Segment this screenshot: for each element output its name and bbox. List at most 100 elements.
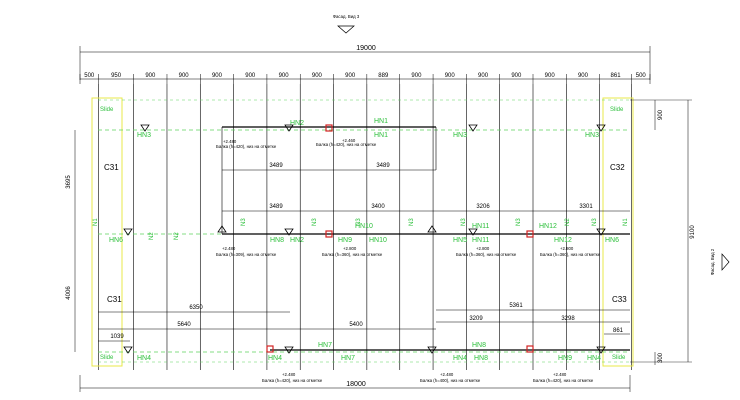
red-connectors [266, 124, 534, 353]
elevation: +2.480 [282, 372, 296, 377]
slide-label: Slide [610, 107, 624, 113]
top-dim-value: 900 [345, 73, 356, 79]
top-dim-value: 900 [145, 73, 156, 79]
dim-3489-c: 3489 [269, 204, 283, 210]
top-dim-value: 900 [179, 73, 190, 79]
beam-label: HN9 [558, 355, 572, 362]
top-dim-value: 900 [212, 73, 223, 79]
beam-label: HN1 [374, 132, 388, 139]
beam-note: Балка (h=420), низ на отметке [533, 378, 594, 383]
slide-label: Slide [100, 355, 114, 361]
top-dim-value: 900 [411, 73, 422, 79]
n-label: N3 [241, 218, 247, 226]
dim-3489-b: 3489 [376, 163, 390, 169]
elevation-notes: +2.480 Балка (h=420), низ на отметке +2.… [216, 138, 601, 383]
top-dim-value: 900 [445, 73, 456, 79]
dim-right-bottom: 300 [658, 352, 664, 363]
elevation: +2.800 [476, 246, 490, 251]
dim-3209: 3209 [469, 316, 483, 322]
beam-label: HN8 [472, 342, 486, 349]
top-dim-value: 500 [84, 73, 95, 79]
n-label: N2 [174, 232, 180, 240]
view-marker-right: Фасад. Вид 2 [710, 248, 730, 275]
beam-note: Балка (h=420), низ на отметке [262, 378, 323, 383]
column-c31-top: C31 [104, 163, 119, 172]
beam-note: Балка (h=360), низ на отметке [456, 252, 517, 257]
beam-label: HN2 [290, 120, 304, 127]
beam-label: HN9 [338, 237, 352, 244]
beam-label: HN3 [585, 132, 599, 139]
beam-note: Балка (h=420), низ на отметке [316, 142, 377, 147]
beam-label: HN6 [109, 237, 123, 244]
n-label: N3 [516, 218, 522, 226]
top-dim-value: 861 [611, 73, 622, 79]
beam-label: HN12 [554, 237, 572, 244]
dim-3298: 3298 [561, 316, 575, 322]
beam-label: HN2 [290, 237, 304, 244]
beam-label: HN4 [587, 355, 601, 362]
beam-label: HN1 [374, 118, 388, 125]
left-dimensions: 3695 4006 [66, 130, 76, 352]
beam-label: HN5 [453, 237, 467, 244]
n-label: N2 [149, 232, 155, 240]
view-marker-top: Фасад. Вид 3 [333, 14, 360, 34]
dim-3206: 3206 [476, 204, 490, 210]
dim-3400: 3400 [371, 204, 385, 210]
beam-label: HN3 [453, 132, 467, 139]
top-dim-value: 900 [279, 73, 290, 79]
beam-note: Балка (h=360), низ на отметке [322, 252, 383, 257]
beam-labels-row3: HN4 HN4 HN7 HN7 HN4 HN8 HN8 HN9 HN4 [137, 342, 601, 362]
right-dimensions: 9100 900 300 [630, 99, 696, 365]
overall-bottom-dimension: 18000 [79, 375, 631, 392]
dim-3489-a: 3489 [269, 163, 283, 169]
top-dim-value: 900 [245, 73, 256, 79]
beam-label: HN4 [453, 355, 467, 362]
beam-note: Балка (h=420), низ на отметке [216, 144, 277, 149]
column-c32: C32 [610, 163, 625, 172]
n-label: N3 [461, 218, 467, 226]
n-label: N1 [623, 218, 629, 226]
beam-note: Балка (h=360), низ на отметке [540, 252, 601, 257]
column-c31-bottom: C31 [107, 295, 122, 304]
dim-6350: 6350 [189, 305, 203, 311]
dim-right-overall: 9100 [690, 225, 696, 239]
dim-5400: 5400 [349, 322, 363, 328]
elevation: +2.800 [343, 246, 357, 251]
beam-labels-row2: HN6 HN8 HN2 HN9 HN10 HN10 HN5 HN11 HN11 … [109, 223, 619, 244]
inner-dimensions: 3489 3489 3489 3400 3206 3301 6350 5640 … [98, 163, 630, 342]
dim-left-lower: 4006 [66, 286, 72, 300]
dim-5640: 5640 [177, 322, 191, 328]
dim-5361: 5361 [509, 303, 523, 309]
overall-top-dimension: 19000 [79, 45, 651, 80]
elevation: +2.480 [223, 139, 237, 144]
n-label: N3 [409, 218, 415, 226]
column-c33: C33 [612, 295, 627, 304]
top-dim-value: 900 [478, 73, 489, 79]
n-label: N3 [312, 218, 318, 226]
elevation: +2.480 [553, 372, 567, 377]
n-label: N2 [565, 218, 571, 226]
dim-1039: 1039 [110, 334, 124, 340]
top-dim-value: 500 [636, 73, 647, 79]
slide-label: Slide [100, 107, 114, 113]
n-label: N3 [356, 218, 362, 226]
beam-label: HN10 [369, 237, 387, 244]
top-dim-value: 900 [578, 73, 589, 79]
beam-label: HN7 [318, 342, 332, 349]
top-dim-value: 900 [511, 73, 522, 79]
top-dim-value: 950 [111, 73, 122, 79]
n-label: N1 [93, 218, 99, 226]
elevation: +2.480 [440, 372, 454, 377]
column-labels: C31 C32 C31 C33 [104, 163, 627, 304]
beam-label: HN12 [539, 223, 557, 230]
top-dimension-row: 500 950 900 900 900 900 900 900 900 889 900 900 900 9… [79, 73, 651, 84]
dim-861: 861 [613, 328, 624, 334]
slide-labels: Slide Slide Slide Slide [100, 107, 626, 361]
dim-right-top: 900 [658, 109, 664, 120]
dim-3301: 3301 [579, 204, 593, 210]
top-dim-value: 900 [545, 73, 556, 79]
beam-label: HN4 [268, 355, 282, 362]
top-dim-value: 889 [378, 73, 389, 79]
dim-left-upper: 3695 [66, 175, 72, 189]
